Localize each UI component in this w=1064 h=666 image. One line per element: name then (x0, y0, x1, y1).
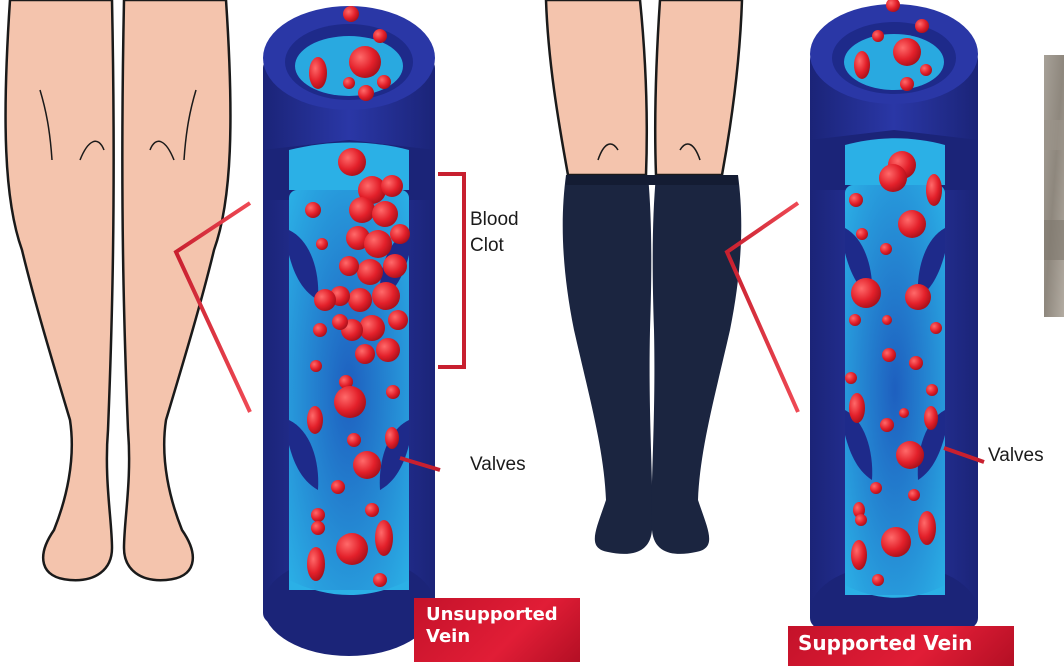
blood-clot-label: Blood Clot (470, 207, 540, 259)
valves-label-left: Valves (470, 452, 526, 478)
supported-vein-badge: Supported Vein (788, 626, 1014, 666)
right-sock (652, 175, 742, 554)
unsupported-vein (263, 6, 435, 656)
blood-clot-bracket (438, 174, 464, 367)
bare-legs (6, 0, 231, 580)
left-sock-leg-skin (546, 0, 647, 175)
right-sock-leg-skin (655, 0, 742, 175)
right-bare-leg (122, 0, 230, 580)
left-sock (563, 175, 653, 554)
supported-vein (810, 0, 978, 660)
left-bare-leg (6, 0, 114, 580)
sock-legs (546, 0, 742, 554)
cropped-photo (1044, 55, 1064, 317)
unsupported-vein-badge: Unsupported Vein (414, 598, 580, 662)
valves-label-right: Valves (988, 443, 1044, 469)
